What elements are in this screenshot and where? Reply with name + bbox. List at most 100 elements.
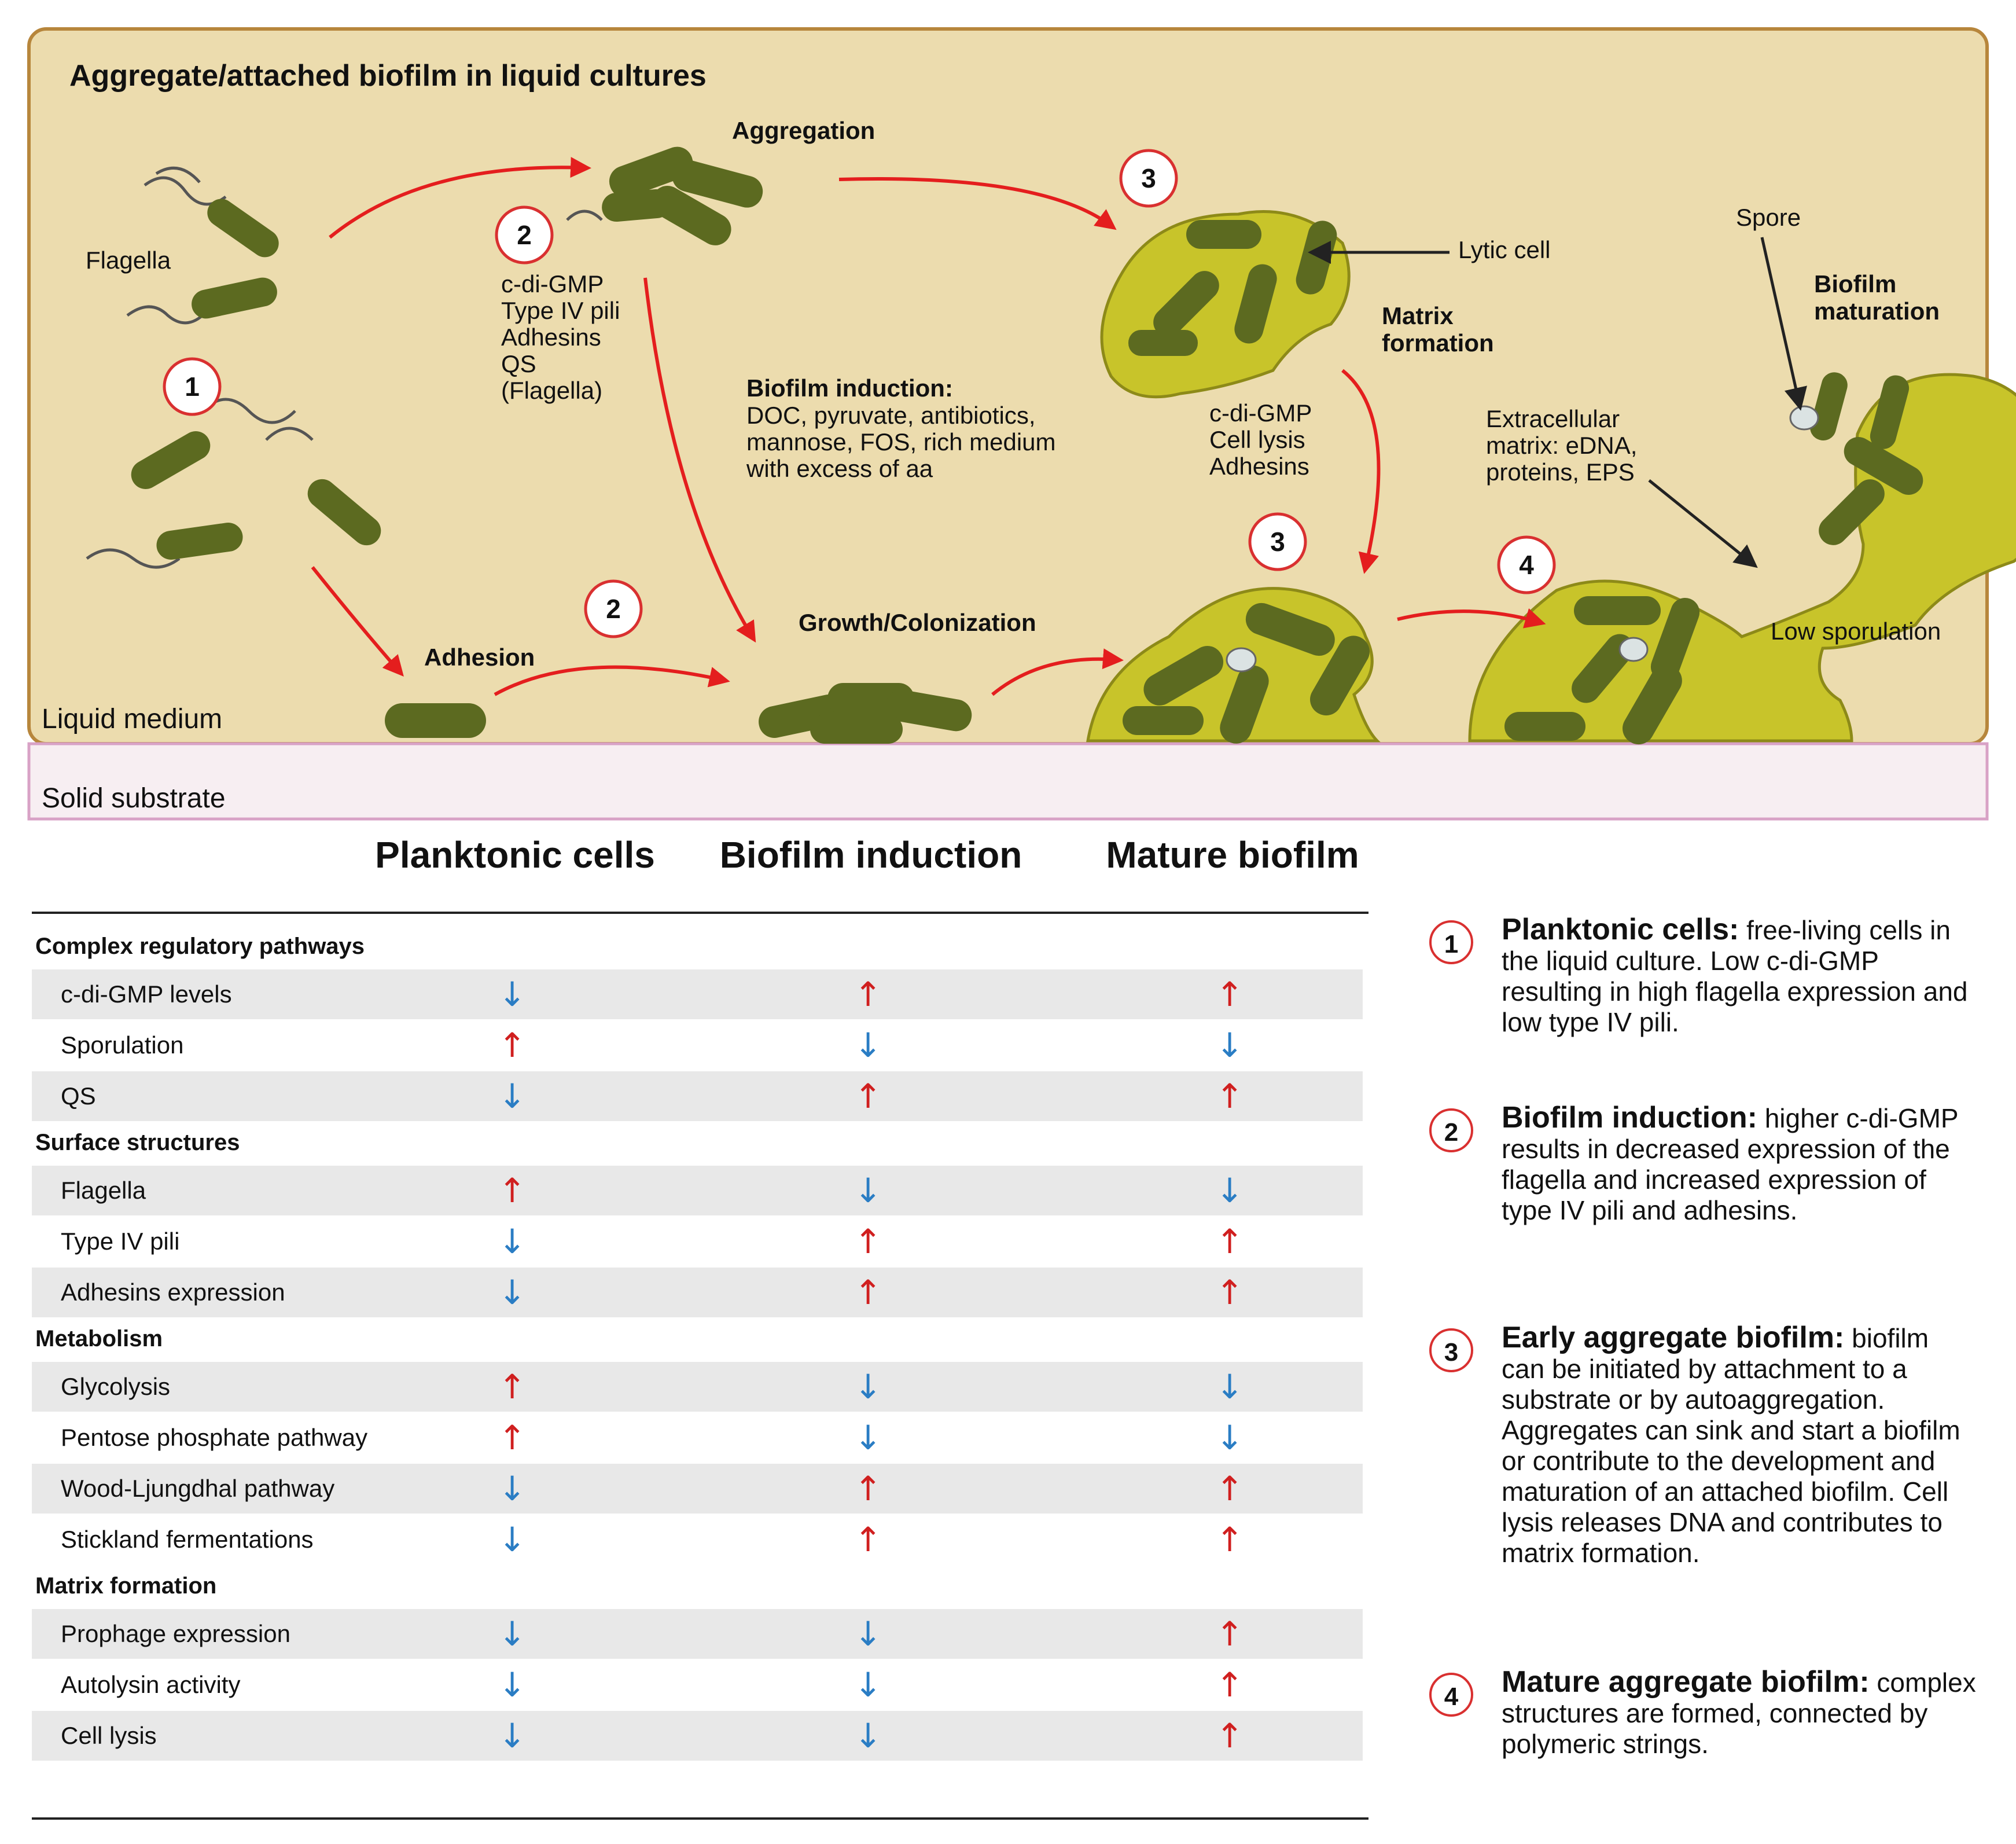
row-label: Wood-Ljungdhal pathway	[61, 1475, 335, 1502]
arrow-to-growth	[494, 665, 730, 696]
step-number-3b: 3	[1248, 512, 1307, 571]
legend-heading: Planktonic cells:	[1502, 913, 1739, 946]
growth-cluster	[759, 683, 972, 744]
factor-2-line: c-di-GMP	[501, 270, 604, 297]
arrow-attached-to-mature	[1397, 608, 1546, 629]
up-arrow-icon: ↑	[1215, 1222, 1244, 1261]
arrow-aggregation-to-growth	[643, 277, 756, 643]
down-arrow-icon: ↓	[854, 1665, 882, 1705]
svg-text:2: 2	[517, 220, 532, 250]
spore-label: Spore	[1736, 204, 1801, 231]
arrow-growth-to-attached	[991, 648, 1124, 696]
table-row: Adhesins expression↓↑↑	[32, 1268, 1363, 1317]
planktonic-bacteria	[86, 166, 381, 569]
mature-biofilm	[1468, 372, 2016, 745]
extracellular-line: proteins, EPS	[1486, 458, 1635, 486]
legend-number: 1	[1429, 920, 1473, 964]
row-label: Type IV pili	[61, 1228, 180, 1255]
down-arrow-icon: ↓	[498, 975, 527, 1014]
step-number-2b: 2	[584, 579, 643, 638]
table-bottom-rule	[32, 1817, 1368, 1820]
induction-line: DOC, pyruvate, antibiotics,	[746, 402, 1036, 429]
legend-body: biofilm can be initiated by attachment t…	[1502, 1323, 1960, 1568]
up-arrow-icon: ↑	[1215, 1665, 1244, 1705]
factor-3-line: c-di-GMP	[1209, 399, 1312, 427]
row-label: Glycolysis	[61, 1373, 171, 1400]
up-arrow-icon: ↑	[498, 1026, 527, 1065]
adhesion-bacterium	[385, 703, 486, 738]
col-header-induction: Biofilm induction	[719, 834, 1022, 876]
section-title: Metabolism	[35, 1326, 163, 1351]
aggregation-cluster	[566, 146, 763, 245]
early-aggregate-floating	[1100, 210, 1351, 399]
down-arrow-icon: ↓	[854, 1026, 882, 1065]
down-arrow-icon: ↓	[1215, 1418, 1244, 1457]
row-label: Sporulation	[61, 1031, 184, 1059]
biofilm-maturation-line: maturation	[1814, 297, 1940, 325]
down-arrow-icon: ↓	[498, 1665, 527, 1705]
factor-3-line: Cell lysis	[1209, 426, 1305, 453]
up-arrow-icon: ↑	[854, 975, 882, 1014]
step-number-4: 4	[1497, 535, 1556, 594]
arrow-to-floating-biofilm	[838, 177, 1117, 230]
up-arrow-icon: ↑	[498, 1367, 527, 1406]
col-header-mature: Mature biofilm	[1106, 834, 1359, 876]
table-row: Cell lysis↓↓↑	[32, 1711, 1363, 1761]
induction-title: Biofilm induction:	[746, 374, 953, 402]
down-arrow-icon: ↓	[854, 1418, 882, 1457]
table-row: Glycolysis↑↓↓	[32, 1362, 1363, 1412]
down-arrow-icon: ↓	[854, 1716, 882, 1755]
extracellular-line: Extracellular	[1486, 405, 1620, 432]
flagella-label: Flagella	[86, 247, 171, 274]
extracellular-line: matrix: eDNA,	[1486, 432, 1637, 459]
process-arrows	[311, 157, 1546, 696]
table-row: Autolysin activity↓↓↑	[32, 1660, 1363, 1710]
table-row: Prophage expression↓↓↑	[32, 1609, 1363, 1659]
table-row: Stickland fermentations↓↑↑	[32, 1515, 1363, 1564]
biofilm-diagram: Aggregate/attached biofilm in liquid cul…	[27, 27, 2016, 821]
step-number-1: 1	[163, 357, 222, 416]
legend-body: higher c-di-GMP results in decreased exp…	[1502, 1103, 1958, 1225]
col-header-planktonic: Planktonic cells	[375, 834, 655, 876]
legend-text: Planktonic cells: free-living cells in t…	[1502, 914, 1976, 1038]
legend-number: 4	[1429, 1673, 1473, 1717]
early-aggregate-attached	[1086, 587, 1381, 744]
up-arrow-icon: ↑	[854, 1077, 882, 1116]
row-label: Pentose phosphate pathway	[61, 1424, 368, 1451]
table-row: c-di-GMP levels↓↑↑	[32, 969, 1363, 1019]
legend-heading: Biofilm induction:	[1502, 1101, 1757, 1134]
up-arrow-icon: ↑	[854, 1469, 882, 1508]
row-label: Flagella	[61, 1177, 146, 1204]
arrow-to-adhesion	[311, 566, 404, 677]
up-arrow-icon: ↑	[854, 1520, 882, 1559]
row-label: QS	[61, 1082, 96, 1110]
growth-colonization-label: Growth/Colonization	[799, 609, 1036, 636]
table-row: Pentose phosphate pathway↑↓↓	[32, 1413, 1363, 1463]
down-arrow-icon: ↓	[498, 1716, 527, 1755]
factor-3-line: Adhesins	[1209, 453, 1309, 480]
legend-body: complex structures are formed, connected…	[1502, 1667, 1976, 1759]
up-arrow-icon: ↑	[1215, 1716, 1244, 1755]
table-row: Type IV pili↓↑↑	[32, 1217, 1363, 1266]
table-row: Sporulation↑↓↓	[32, 1020, 1363, 1070]
down-arrow-icon: ↓	[1215, 1367, 1244, 1406]
up-arrow-icon: ↑	[1215, 1469, 1244, 1508]
solid-substrate-label: Solid substrate	[42, 783, 226, 814]
adhesion-label: Adhesion	[424, 644, 535, 671]
arrow-to-aggregation	[329, 157, 591, 239]
legend-heading: Early aggregate biofilm:	[1502, 1321, 1845, 1354]
legend-heading: Mature aggregate biofilm:	[1502, 1665, 1870, 1699]
factor-2-line: (Flagella)	[501, 377, 602, 404]
up-arrow-icon: ↑	[854, 1222, 882, 1261]
matrix-formation-line: Matrix	[1382, 302, 1454, 329]
liquid-medium-label: Liquid medium	[42, 704, 222, 734]
extracellular-pointer	[1648, 479, 1758, 568]
table-row: Wood-Ljungdhal pathway↓↑↑	[32, 1464, 1363, 1514]
table-row: Flagella↑↓↓	[32, 1166, 1363, 1215]
up-arrow-icon: ↑	[1215, 1520, 1244, 1559]
legend-text: Mature aggregate biofilm: complex struct…	[1502, 1667, 1976, 1759]
